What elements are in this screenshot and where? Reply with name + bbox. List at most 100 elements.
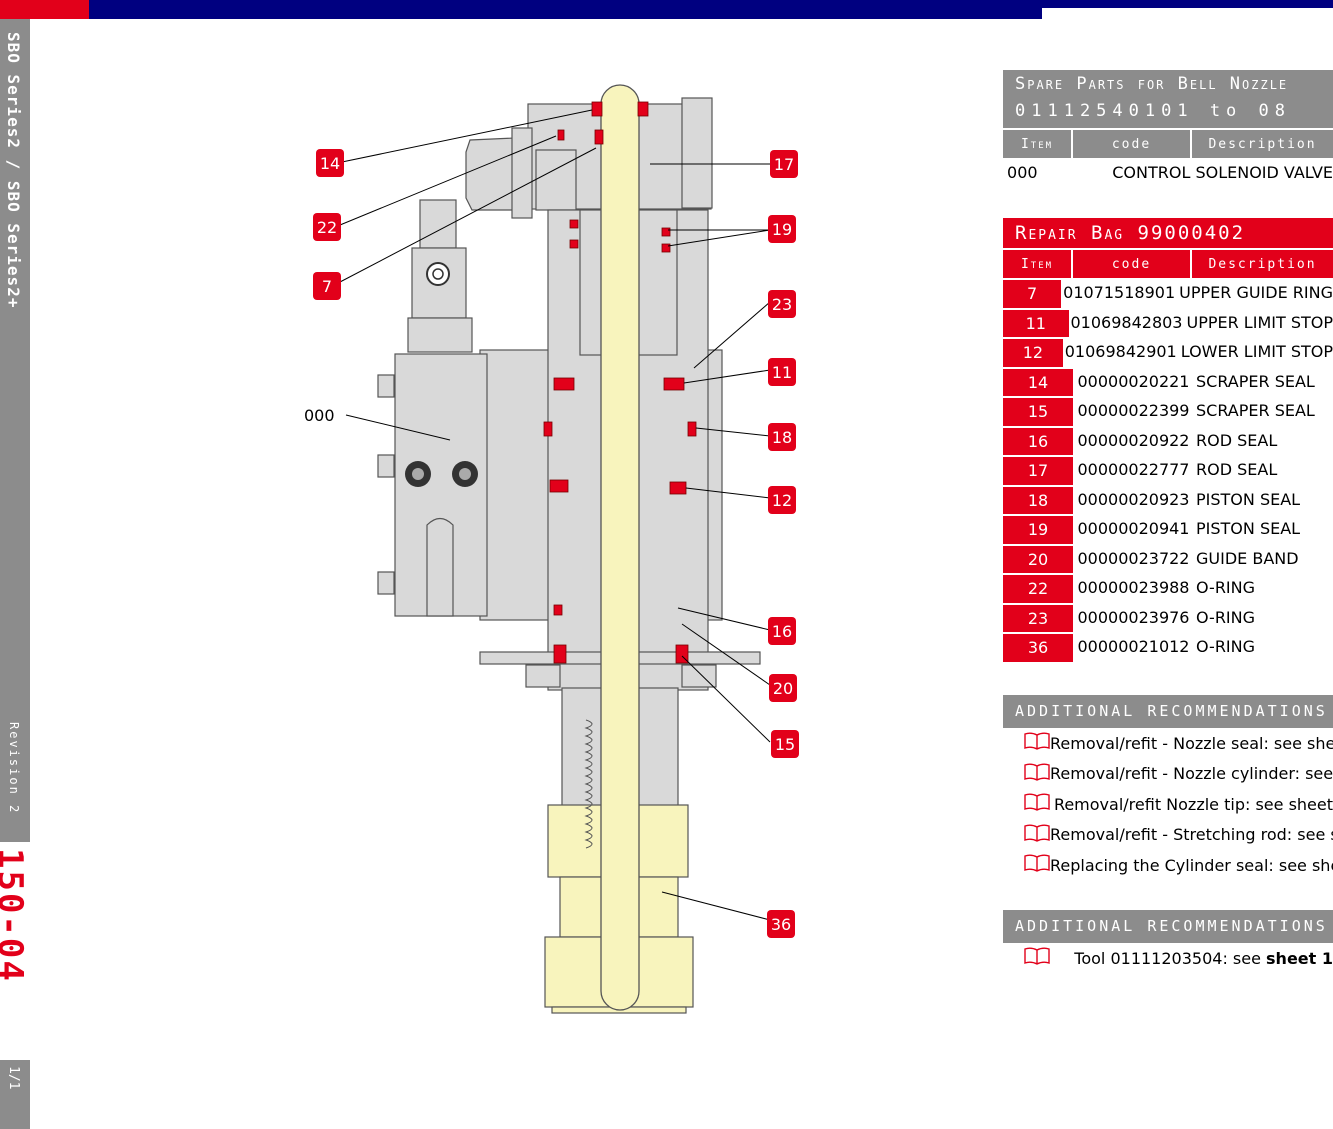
svg-text:19: 19 (772, 220, 792, 239)
recommendation-text: Removal/refit - Stretching rod: see shee… (1050, 825, 1333, 845)
row-item: 36 (1003, 634, 1073, 662)
callout-20: 20 (769, 674, 797, 702)
row-desc: PISTON SEAL (1196, 519, 1301, 539)
row-item: 12 (1003, 339, 1063, 367)
recommendation-link[interactable]: Replacing the Cylinder seal: see sheet (1003, 850, 1333, 881)
svg-text:14: 14 (320, 154, 340, 173)
tool-text: Tool 01111203504: see (1074, 948, 1261, 968)
row-desc: O-RING (1196, 637, 1256, 657)
svg-text:7: 7 (322, 277, 332, 296)
svg-text:23: 23 (772, 295, 792, 314)
row-desc: UPPER GUIDE RING (1179, 283, 1333, 303)
callout-11: 11 (768, 358, 796, 386)
row-code: 01069842803 (1070, 312, 1183, 332)
row-desc: O-RING (1196, 607, 1256, 627)
col-item: Item (1003, 130, 1073, 158)
col-code: code (1073, 250, 1192, 278)
row-item: 19 (1003, 516, 1073, 544)
callout-17: 17 (770, 150, 798, 178)
repair-bag-panel: Repair Bag 99000402 Item code Descriptio… (1003, 218, 1333, 662)
row-code: 00000020941 (1077, 519, 1190, 539)
row-desc: PISTON SEAL (1196, 489, 1301, 509)
callout-15: 15 (771, 730, 799, 758)
page-label: 1/1 (6, 1066, 21, 1090)
svg-text:18: 18 (772, 428, 792, 447)
book-icon (1003, 793, 1054, 815)
row-desc: LOWER LIMIT STOP (1180, 342, 1333, 362)
recommendation-link[interactable]: Removal/refit - Nozzle cylinder: see she… (1003, 759, 1333, 790)
book-icon (1003, 854, 1050, 876)
svg-text:11: 11 (772, 363, 792, 382)
row-item: 20 (1003, 545, 1073, 573)
sheet-number: 150-04 (0, 848, 30, 983)
top-bar-blue-segment (89, 0, 1042, 19)
sheet-number-box (0, 842, 30, 1060)
callout-14: 14 (316, 149, 344, 177)
revision-label: Revision 2 (7, 722, 21, 815)
svg-text:36: 36 (771, 915, 791, 934)
spare-parts-columns: Item code Description (1003, 130, 1333, 158)
row-code: 00000023722 (1077, 548, 1190, 568)
row-desc: UPPER LIMIT STOP (1186, 312, 1333, 332)
row-code: 00000020922 (1077, 430, 1190, 450)
row-item: 000 (1007, 163, 1038, 183)
top-bar-right-segment (1042, 0, 1333, 8)
svg-text:16: 16 (772, 622, 792, 641)
row-desc: ROD SEAL (1196, 460, 1278, 480)
tool-recommendations-panel: ADDITIONAL RECOMMENDATIONS Tool 01111203… (1003, 910, 1333, 974)
recommendations-panel: ADDITIONAL RECOMMENDATIONS Removal/refit… (1003, 695, 1333, 881)
top-bar-red-segment (0, 0, 89, 19)
callout-36: 36 (767, 910, 795, 938)
row-item: 14 (1003, 368, 1073, 396)
bell-nozzle-drawing: 14 22 7 17 19 23 11 18 12 16 20 15 36 00… (304, 84, 799, 1014)
row-code: 00000021012 (1077, 637, 1190, 657)
series-label: SBO Series2 / SBO Series2+ (4, 32, 23, 309)
callout-badges: 14 22 7 17 19 23 11 18 12 16 20 15 36 00… (304, 149, 799, 938)
row-item: 16 (1003, 427, 1073, 455)
recommendation-link[interactable]: Removal/refit - Nozzle seal: see sheet (1003, 728, 1333, 759)
callout-12: 12 (768, 486, 796, 514)
row-item: 15 (1003, 398, 1073, 426)
row-item: 23 (1003, 604, 1073, 632)
book-icon (1003, 947, 1074, 969)
spare-parts-panel: Spare Parts for Bell Nozzle 01112540101 … (1003, 70, 1333, 188)
callout-18: 18 (768, 423, 796, 451)
row-item: 18 (1003, 486, 1073, 514)
recommendation-link[interactable]: Removal/refit Nozzle tip: see sheet (1003, 789, 1333, 820)
book-icon (1003, 732, 1050, 754)
recommendation-text: Removal/refit Nozzle tip: see sheet (1053, 794, 1333, 814)
table-row: 000 CONTROL SOLENOID VALVE (1003, 158, 1333, 188)
row-item: 11 (1003, 309, 1069, 337)
callout-23: 23 (768, 290, 796, 318)
callout-19: 19 (768, 215, 796, 243)
recommendation-text: Removal/refit - Nozzle seal: see sheet (1050, 733, 1333, 753)
row-code: 00000023976 (1077, 607, 1190, 627)
svg-text:12: 12 (772, 491, 792, 510)
callout-7: 7 (313, 272, 341, 300)
tool-link[interactable]: Tool 01111203504: see sheet 1 (1003, 943, 1333, 974)
row-desc: GUIDE BAND (1196, 548, 1299, 568)
recommendations-title: ADDITIONAL RECOMMENDATIONS (1003, 695, 1333, 728)
row-desc: SCRAPER SEAL (1196, 371, 1315, 391)
recommendation-link[interactable]: Removal/refit - Stretching rod: see shee… (1003, 820, 1333, 851)
col-description: Description (1192, 130, 1333, 158)
row-desc: CONTROL SOLENOID VALVE (1112, 163, 1333, 183)
row-item: 17 (1003, 457, 1073, 485)
row-code: 01071518901 (1063, 283, 1176, 303)
row-code: 00000020923 (1077, 489, 1190, 509)
row-desc: SCRAPER SEAL (1196, 401, 1315, 421)
spare-parts-range: 01112540101 to 08 (1003, 98, 1333, 128)
repair-bag-title: Repair Bag 99000402 (1003, 218, 1333, 248)
callout-22: 22 (313, 213, 341, 241)
